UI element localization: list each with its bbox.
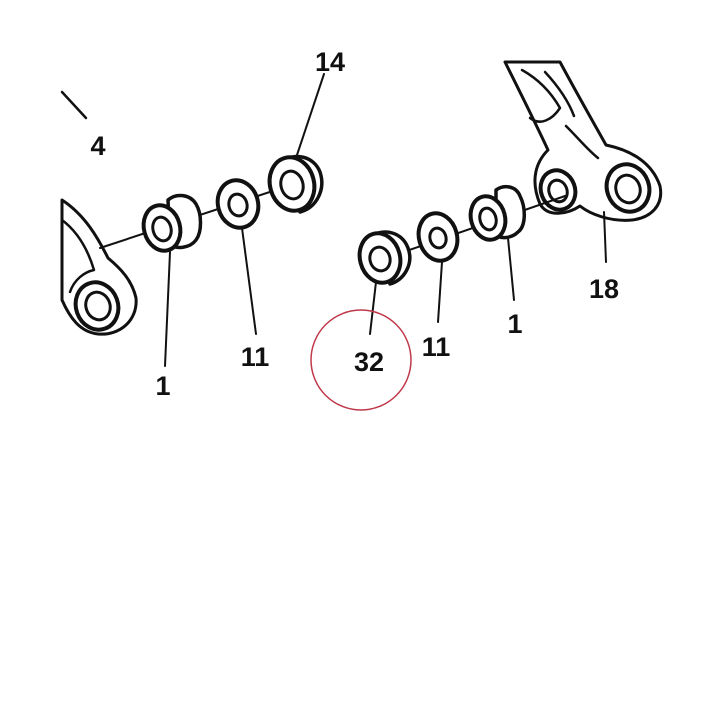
right-lever-arm [503, 60, 663, 263]
seal-14 [267, 154, 324, 214]
label-part-4: 4 [90, 131, 105, 161]
right-washer-11 [416, 211, 460, 263]
leader-lines [164, 73, 515, 367]
label-part-14: 14 [315, 47, 345, 77]
seal-32 [357, 230, 412, 286]
leader-line-1-right [507, 237, 515, 301]
left-lever-arm [60, 90, 138, 336]
leader-line-32 [369, 281, 377, 335]
leader-line-14 [295, 73, 325, 159]
leader-line-18 [603, 211, 607, 263]
label-part-11-right: 11 [422, 332, 451, 362]
label-part-11-left: 11 [241, 342, 270, 372]
left-bushing-1 [141, 193, 203, 253]
leader-line-11-right [437, 261, 443, 323]
label-part-1-right: 1 [507, 309, 522, 339]
label-part-1-left: 1 [155, 371, 170, 401]
left-washer-11 [215, 178, 261, 230]
leader-line-1-left [164, 251, 171, 367]
label-part-18: 18 [589, 274, 619, 304]
leader-line-11-left [241, 227, 257, 335]
highlight-circle [310, 309, 412, 411]
right-bushing-1 [468, 184, 526, 242]
label-part-32: 32 [354, 347, 384, 377]
leader-line-4 [60, 90, 88, 120]
